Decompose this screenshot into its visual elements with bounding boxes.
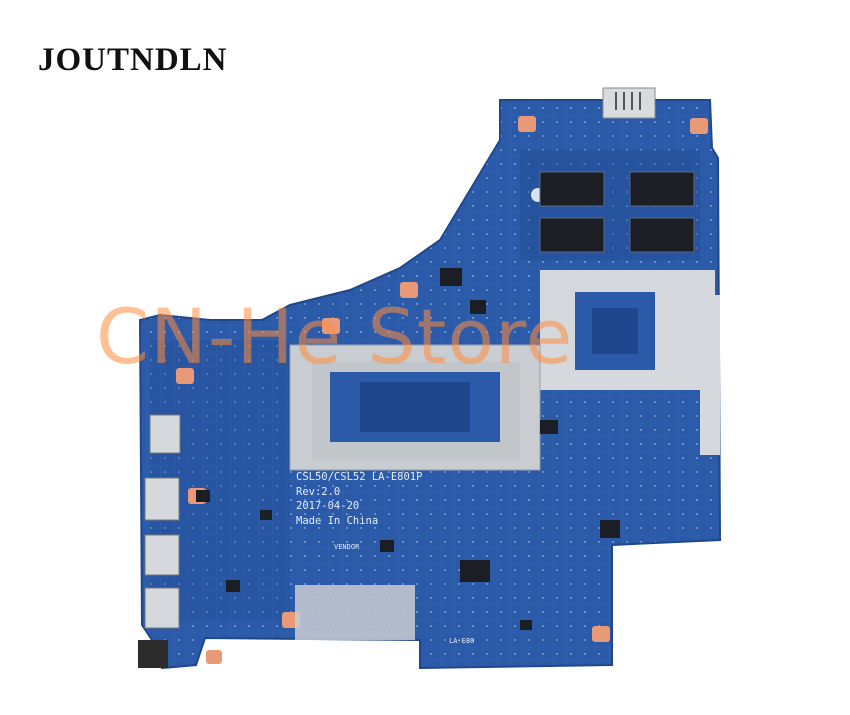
board-date: 2017-04-20 — [296, 500, 360, 512]
brand-logo-text: JOUTNDLN — [38, 42, 228, 78]
board-origin: Made In China — [296, 514, 379, 527]
corner-label: LA-E80 — [449, 637, 475, 645]
vendor-label: VENDOR — [334, 543, 360, 551]
board-revision: Rev:2.0 — [296, 485, 341, 498]
board-silkscreen: CSL50/CSL52 LA-E801P Rev:2.0 2017-04-20 … — [296, 470, 422, 528]
board-model: CSL50/CSL52 LA-E801P — [296, 471, 423, 483]
store-watermark: CN-He Store — [96, 292, 574, 381]
side-ports — [138, 414, 181, 668]
dc-power-jack — [602, 87, 656, 119]
memory-chips — [539, 171, 695, 253]
